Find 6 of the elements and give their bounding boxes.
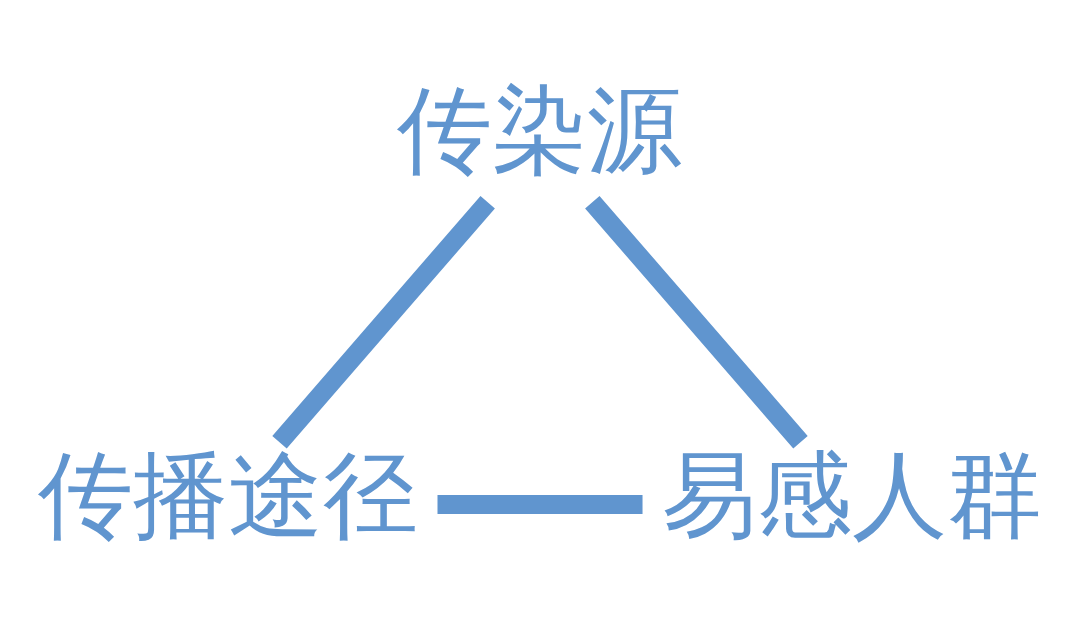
connector bbox=[272, 195, 495, 448]
connector bbox=[437, 494, 643, 514]
node-text: 传播途径 bbox=[37, 438, 418, 550]
connector bbox=[585, 195, 808, 448]
node-text: 传染源 bbox=[397, 73, 683, 185]
node-text: 易感人群 bbox=[662, 438, 1043, 550]
